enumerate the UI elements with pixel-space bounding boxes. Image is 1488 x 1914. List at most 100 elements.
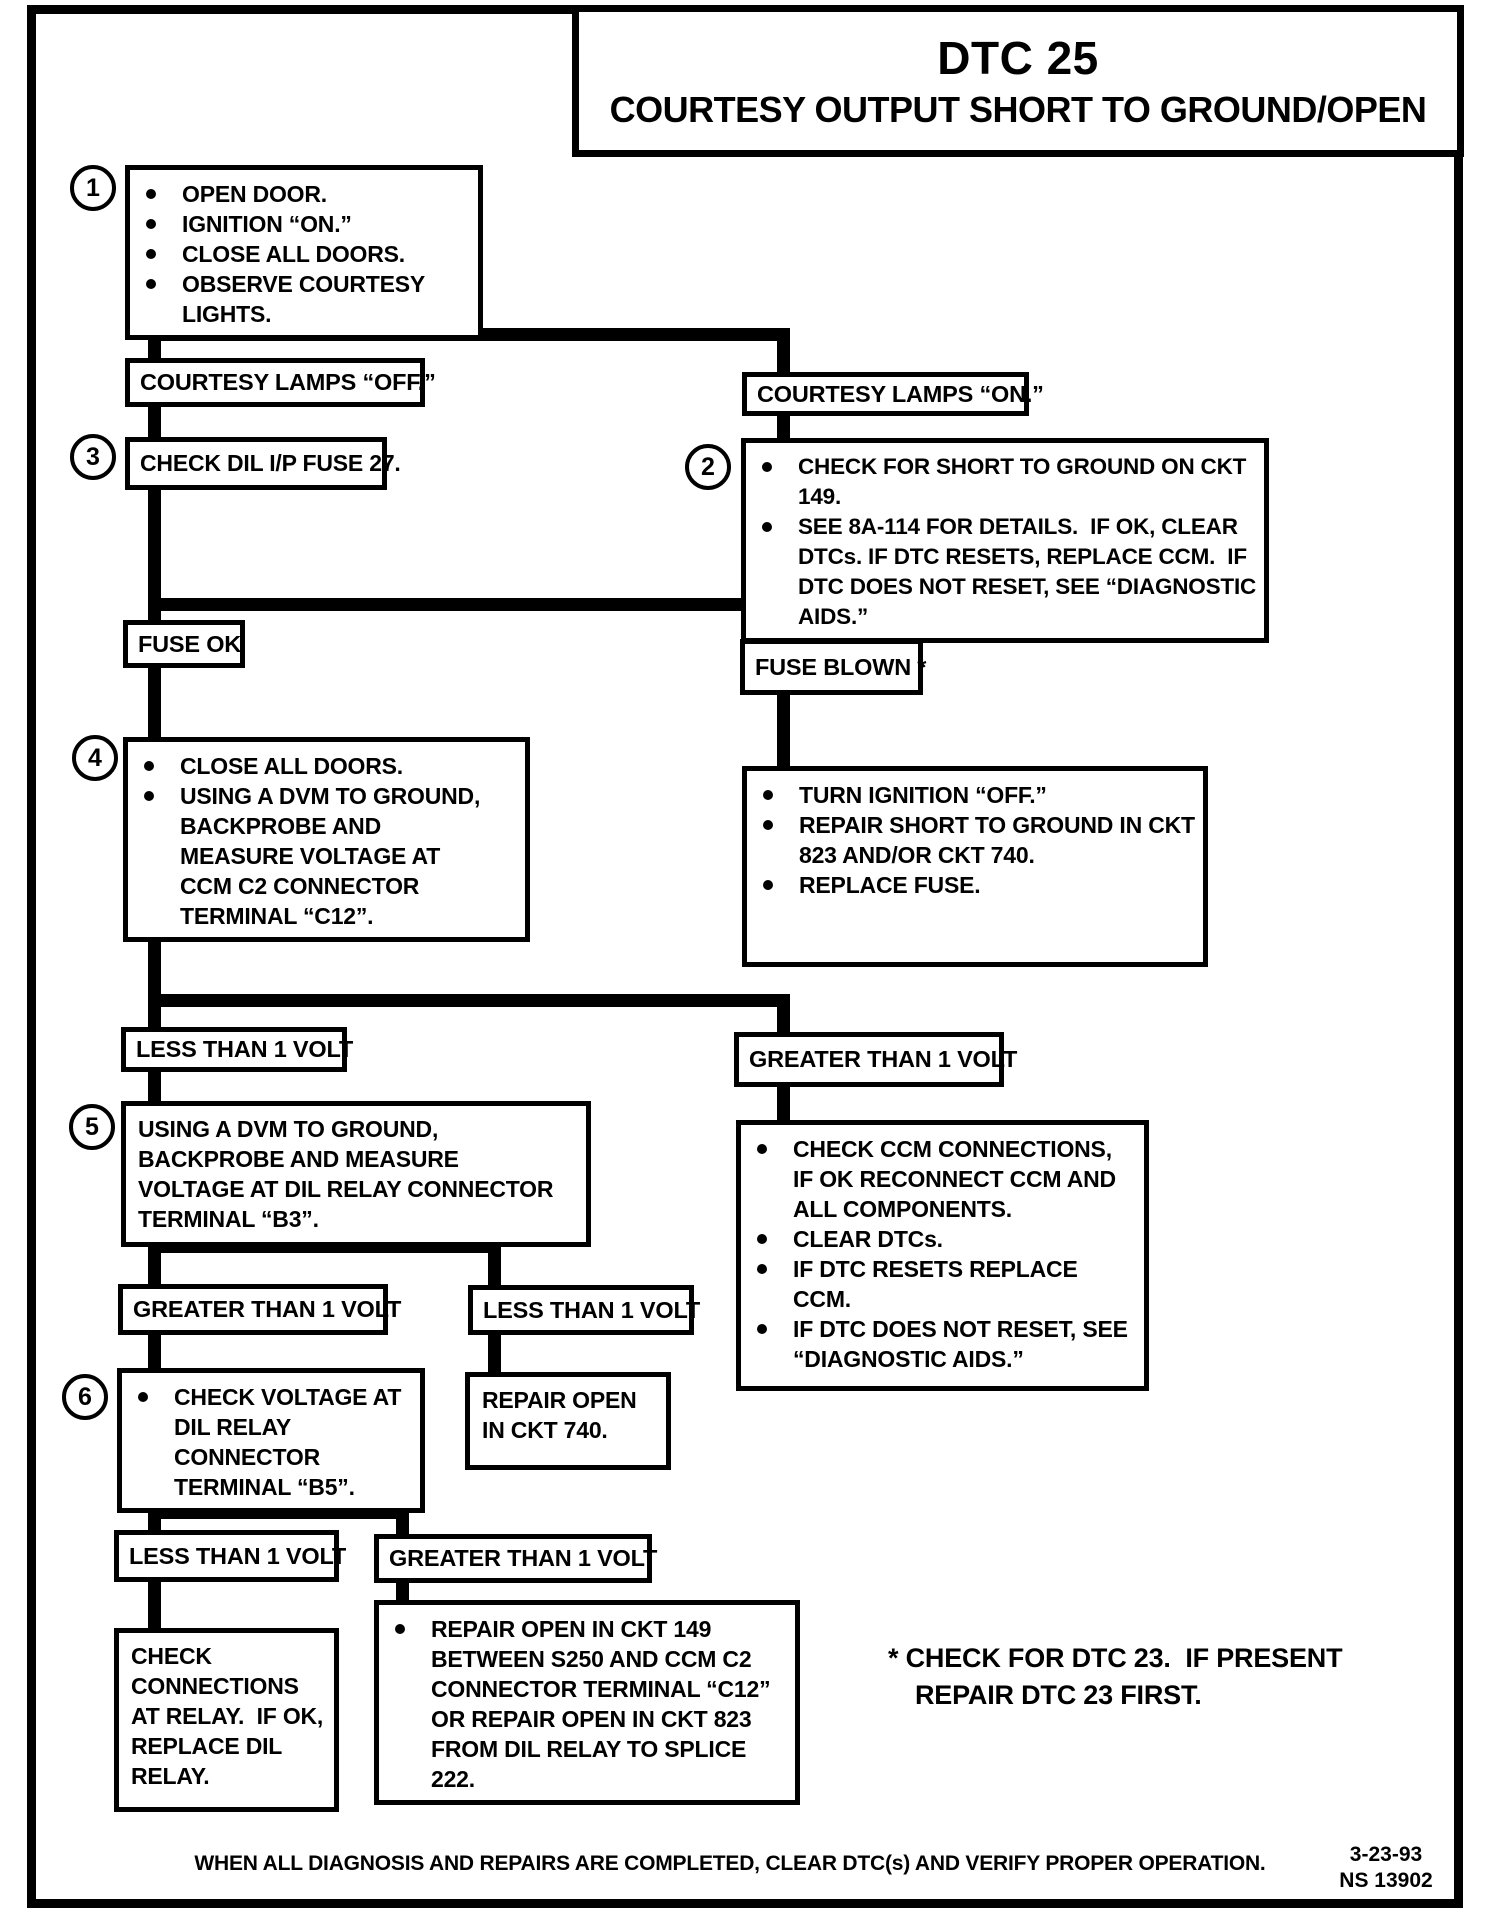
bullet-icon <box>395 1624 405 1634</box>
bullet-item: IF DTC DOES NOT RESET, SEE “DIAGNOSTIC A… <box>757 1314 1138 1374</box>
footer-note: WHEN ALL DIAGNOSIS AND REPAIRS ARE COMPL… <box>194 1852 1266 1875</box>
bullet-icon <box>146 279 156 289</box>
step6-box: CHECK VOLTAGE AT DIL RELAY CONNECTOR TER… <box>117 1368 425 1513</box>
courtesy-lamps-on-box: COURTESY LAMPS “ON.” <box>742 372 1044 416</box>
footer-date: 3-23-93 <box>1349 1843 1423 1866</box>
connector-line <box>488 1332 501 1375</box>
bullet-icon <box>757 1324 767 1334</box>
bullet-icon <box>144 791 154 801</box>
connector-line <box>148 994 161 1030</box>
step3-box: CHECK DIL I/P FUSE 27. <box>125 437 401 490</box>
greater-than-1-volt-box-a: GREATER THAN 1 VOLT <box>734 1032 1017 1087</box>
bullet-item: IGNITION “ON.” <box>146 209 472 239</box>
step-number: 6 <box>78 1382 92 1411</box>
greater-than-1-volt-box-c: GREATER THAN 1 VOLT <box>374 1534 657 1583</box>
box-text: USING A DVM TO GROUND, BACKPROBE AND MEA… <box>138 1116 560 1232</box>
label-text: COURTESY LAMPS “OFF.” <box>140 369 436 395</box>
bullet-item: CHECK FOR SHORT TO GROUND ON CKT 149. <box>762 452 1258 512</box>
step5-box: USING A DVM TO GROUND, BACKPROBE AND MEA… <box>121 1101 591 1247</box>
fuse-blown-box: FUSE BLOWN * <box>740 639 926 695</box>
step2-number-badge: 2 <box>685 444 731 490</box>
connector-line <box>148 598 161 624</box>
bullet-text: OBSERVE COURTESY LIGHTS. <box>182 271 431 327</box>
bullet-text: CLEAR DTCs. <box>793 1226 943 1252</box>
bullet-icon <box>144 761 154 771</box>
bullet-icon <box>763 820 773 830</box>
bullet-icon <box>757 1264 767 1274</box>
bullet-text: IF DTC DOES NOT RESET, SEE “DIAGNOSTIC A… <box>793 1316 1134 1372</box>
step-number: 4 <box>88 743 102 772</box>
bullet-text: CHECK FOR SHORT TO GROUND ON CKT 149. <box>798 454 1253 509</box>
step4-box: CLOSE ALL DOORS. USING A DVM TO GROUND, … <box>123 737 530 942</box>
bullet-item: REPAIR OPEN IN CKT 149 BETWEEN S250 AND … <box>395 1614 789 1794</box>
step-number: 1 <box>86 173 100 202</box>
page-subtitle: COURTESY OUTPUT SHORT TO GROUND/OPEN <box>609 89 1427 130</box>
check-relay-box: CHECK CONNECTIONS AT RELAY. IF OK, REPLA… <box>114 1628 339 1812</box>
bullet-text: CLOSE ALL DOORS. <box>180 753 403 779</box>
connector-line <box>148 598 790 611</box>
bullet-text: REPAIR OPEN IN CKT 149 BETWEEN S250 AND … <box>431 1616 777 1792</box>
label-text: GREATER THAN 1 VOLT <box>749 1046 1018 1072</box>
label-text: GREATER THAN 1 VOLT <box>133 1296 402 1322</box>
bullet-item: CHECK CCM CONNECTIONS, IF OK RECONNECT C… <box>757 1134 1138 1224</box>
connector-line <box>777 410 790 440</box>
bullet-item: CLOSE ALL DOORS. <box>146 239 472 269</box>
bullet-icon <box>146 219 156 229</box>
connector-line <box>777 994 790 1036</box>
connector-line <box>148 1068 161 1104</box>
step6-number-badge: 6 <box>62 1374 108 1420</box>
bullet-item: CHECK VOLTAGE AT DIL RELAY CONNECTOR TER… <box>138 1382 414 1502</box>
bullet-item: USING A DVM TO GROUND, BACKPROBE AND MEA… <box>144 781 497 931</box>
step4-number-badge: 4 <box>72 735 118 781</box>
label-text: FUSE OK <box>138 630 242 657</box>
box-text: CHECK CONNECTIONS AT RELAY. IF OK, REPLA… <box>131 1643 330 1789</box>
bullet-item: TURN IGNITION “OFF.” <box>763 780 1197 810</box>
bullet-text: CLOSE ALL DOORS. <box>182 241 405 267</box>
less-than-1-volt-box-c: LESS THAN 1 VOLT <box>114 1530 346 1582</box>
step-number: 3 <box>86 442 100 471</box>
bullet-item: REPAIR SHORT TO GROUND IN CKT 823 AND/OR… <box>763 810 1197 870</box>
bullet-item: REPLACE FUSE. <box>763 870 1197 900</box>
bullet-text: TURN IGNITION “OFF.” <box>799 782 1047 808</box>
bullet-icon <box>138 1392 148 1402</box>
label-text: LESS THAN 1 VOLT <box>136 1036 354 1062</box>
page-title: DTC 25 <box>937 32 1099 84</box>
ccm-check-action-box: CHECK CCM CONNECTIONS, IF OK RECONNECT C… <box>736 1120 1149 1391</box>
fuse-ok-box: FUSE OK <box>123 620 245 668</box>
footnote: * CHECK FOR DTC 23. IF PRESENT REPAIR DT… <box>888 1640 1368 1714</box>
connector-line <box>396 1579 409 1603</box>
bullet-text: SEE 8A-114 FOR DETAILS. IF OK, CLEAR DTC… <box>798 514 1262 629</box>
label-text: COURTESY LAMPS “ON.” <box>757 380 1044 407</box>
label-text: LESS THAN 1 VOLT <box>483 1296 701 1323</box>
footer-id-block: 3-23-93 NS 13902 <box>1322 1842 1450 1894</box>
connector-line <box>396 1506 409 1537</box>
bullet-icon <box>762 522 772 532</box>
bullet-icon <box>757 1144 767 1154</box>
bullet-icon <box>146 249 156 259</box>
bullet-text: OPEN DOOR. <box>182 181 327 207</box>
bullet-item: OPEN DOOR. <box>146 179 472 209</box>
bullet-item: IF DTC RESETS REPLACE CCM. <box>757 1254 1138 1314</box>
fuse-blown-action-box: TURN IGNITION “OFF.” REPAIR SHORT TO GRO… <box>742 766 1208 967</box>
bullet-item: CLOSE ALL DOORS. <box>144 751 497 781</box>
bullet-item: CLEAR DTCs. <box>757 1224 1138 1254</box>
step1-box: OPEN DOOR. IGNITION “ON.” CLOSE ALL DOOR… <box>125 165 483 340</box>
title-box: DTC 25 COURTESY OUTPUT SHORT TO GROUND/O… <box>572 5 1464 157</box>
bullet-text: CHECK CCM CONNECTIONS, IF OK RECONNECT C… <box>793 1136 1122 1222</box>
connector-line <box>777 691 790 769</box>
courtesy-lamps-off-box: COURTESY LAMPS “OFF.” <box>125 358 436 407</box>
connector-line <box>148 664 161 740</box>
label-text: LESS THAN 1 VOLT <box>129 1542 347 1569</box>
bullet-text: USING A DVM TO GROUND, BACKPROBE AND MEA… <box>180 783 487 929</box>
step1-number-badge: 1 <box>70 165 116 211</box>
bullet-icon <box>762 462 772 472</box>
repair-ckt149-box: REPAIR OPEN IN CKT 149 BETWEEN S250 AND … <box>374 1600 800 1805</box>
footnote-line2: REPAIR DTC 23 FIRST. <box>915 1680 1202 1710</box>
less-than-1-volt-box-a: LESS THAN 1 VOLT <box>121 1027 353 1072</box>
bullet-item: OBSERVE COURTESY LIGHTS. <box>146 269 472 329</box>
label-text: GREATER THAN 1 VOLT <box>389 1545 658 1571</box>
label-text: CHECK DIL I/P FUSE 27. <box>140 450 401 476</box>
step-number: 5 <box>85 1112 99 1141</box>
bullet-item: SEE 8A-114 FOR DETAILS. IF OK, CLEAR DTC… <box>762 512 1258 632</box>
